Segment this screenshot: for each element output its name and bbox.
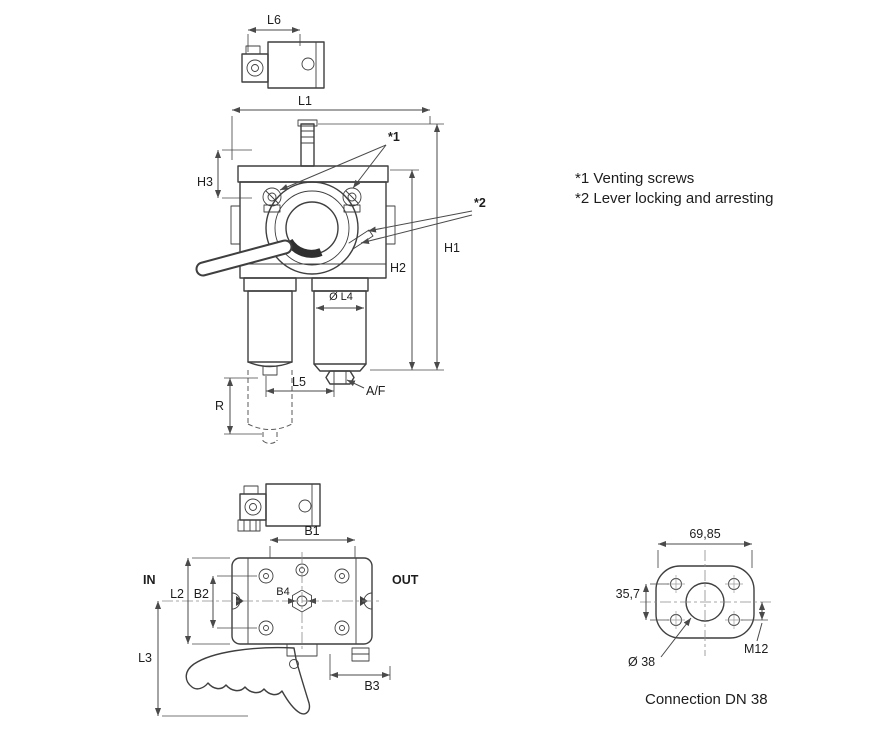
dim-b4: B4 <box>276 586 316 605</box>
flange-centerlines <box>640 550 772 656</box>
dim-l3: L3 <box>138 601 248 717</box>
dim-bore-38: Ø 38 <box>628 617 692 669</box>
dim-l5: L5 <box>265 375 335 397</box>
venting-screw-right <box>342 187 362 213</box>
callout-1-venting-screws: *1 <box>279 130 400 191</box>
dim-label-m12: M12 <box>744 642 768 656</box>
filter-bowls <box>243 277 369 385</box>
changeover-lever <box>195 239 293 277</box>
dim-b3: B3 <box>329 654 391 693</box>
lever-hub <box>265 181 359 275</box>
flange-view: 69,85 35,7 M12 Ø 38 Connection DN <box>616 527 772 708</box>
mounting-bolt-holes <box>258 568 350 636</box>
lever-lock-detail <box>348 229 374 250</box>
legend-notes: *1 Venting screws *2 Lever locking and a… <box>575 170 773 207</box>
bolt-hole-ticks <box>667 575 743 629</box>
dim-b2: B2 <box>194 575 257 629</box>
dim-h1: H1 <box>318 123 460 371</box>
dim-label-b3: B3 <box>364 679 379 693</box>
dim-flange-height: 35,7 <box>616 583 669 621</box>
lever-plan <box>185 643 370 715</box>
dim-label-h1: H1 <box>444 241 460 255</box>
dim-label-b2: B2 <box>194 587 209 601</box>
dim-label-l6: L6 <box>267 13 281 27</box>
dim-label-35-7: 35,7 <box>616 587 640 601</box>
dim-label-h2: H2 <box>390 261 406 275</box>
detail-view-top: L6 <box>241 13 325 89</box>
dim-r: R <box>215 377 262 435</box>
dim-label-l5: L5 <box>292 375 306 389</box>
plan-view: B1 L2 B2 B4 L3 B3 IN OUT <box>138 483 419 717</box>
front-view: L1 H1 H2 H3 Ø L4 L5 A/F <box>195 94 486 444</box>
venting-screw-left <box>262 187 282 213</box>
dim-af: A/F <box>346 379 386 398</box>
dim-l4: Ø L4 <box>316 291 364 312</box>
note-venting-screws: *1 Venting screws <box>575 170 694 187</box>
note-lever-locking: *2 Lever locking and arresting <box>575 190 773 207</box>
body-plan <box>162 552 380 650</box>
port-label-out: OUT <box>392 573 419 587</box>
port-label-in: IN <box>143 573 156 587</box>
dim-label-o38: Ø 38 <box>628 655 655 669</box>
bowl-removal-clearance-dashed <box>247 370 293 444</box>
dim-label-r: R <box>215 399 224 413</box>
dim-label-l4: Ø L4 <box>329 291 353 303</box>
dim-label-af: A/F <box>366 384 386 398</box>
dim-label-l3: L3 <box>138 651 152 665</box>
connector-detail-plan <box>237 483 321 532</box>
callout-label-2: *2 <box>474 196 486 210</box>
centerlines <box>162 552 380 650</box>
dim-l2: L2 <box>170 557 230 645</box>
dim-b1: B1 <box>269 524 356 558</box>
flange-caption: Connection DN 38 <box>645 691 768 708</box>
dim-label-b1: B1 <box>304 524 319 538</box>
flow-arrow-in <box>236 596 244 606</box>
dim-h3: H3 <box>197 149 252 199</box>
dim-label-l1: L1 <box>298 94 312 108</box>
dim-label-h3: H3 <box>197 175 213 189</box>
connector-detail-shape <box>241 41 325 89</box>
breather-pipe <box>297 119 318 167</box>
flange-body <box>640 550 772 656</box>
dim-l1: L1 <box>231 94 431 160</box>
callout-label-1: *1 <box>388 130 400 144</box>
dim-thread-m12: M12 <box>741 602 768 656</box>
dim-label-l2: L2 <box>170 587 184 601</box>
dim-label-b4: B4 <box>276 586 289 598</box>
dim-h2: H2 <box>390 169 419 370</box>
dim-flange-width: 69,85 <box>657 527 753 568</box>
callout-2-lever-lock: *2 <box>360 196 486 244</box>
dim-label-69-85: 69,85 <box>689 527 720 541</box>
l6-extension-lines <box>247 34 301 52</box>
